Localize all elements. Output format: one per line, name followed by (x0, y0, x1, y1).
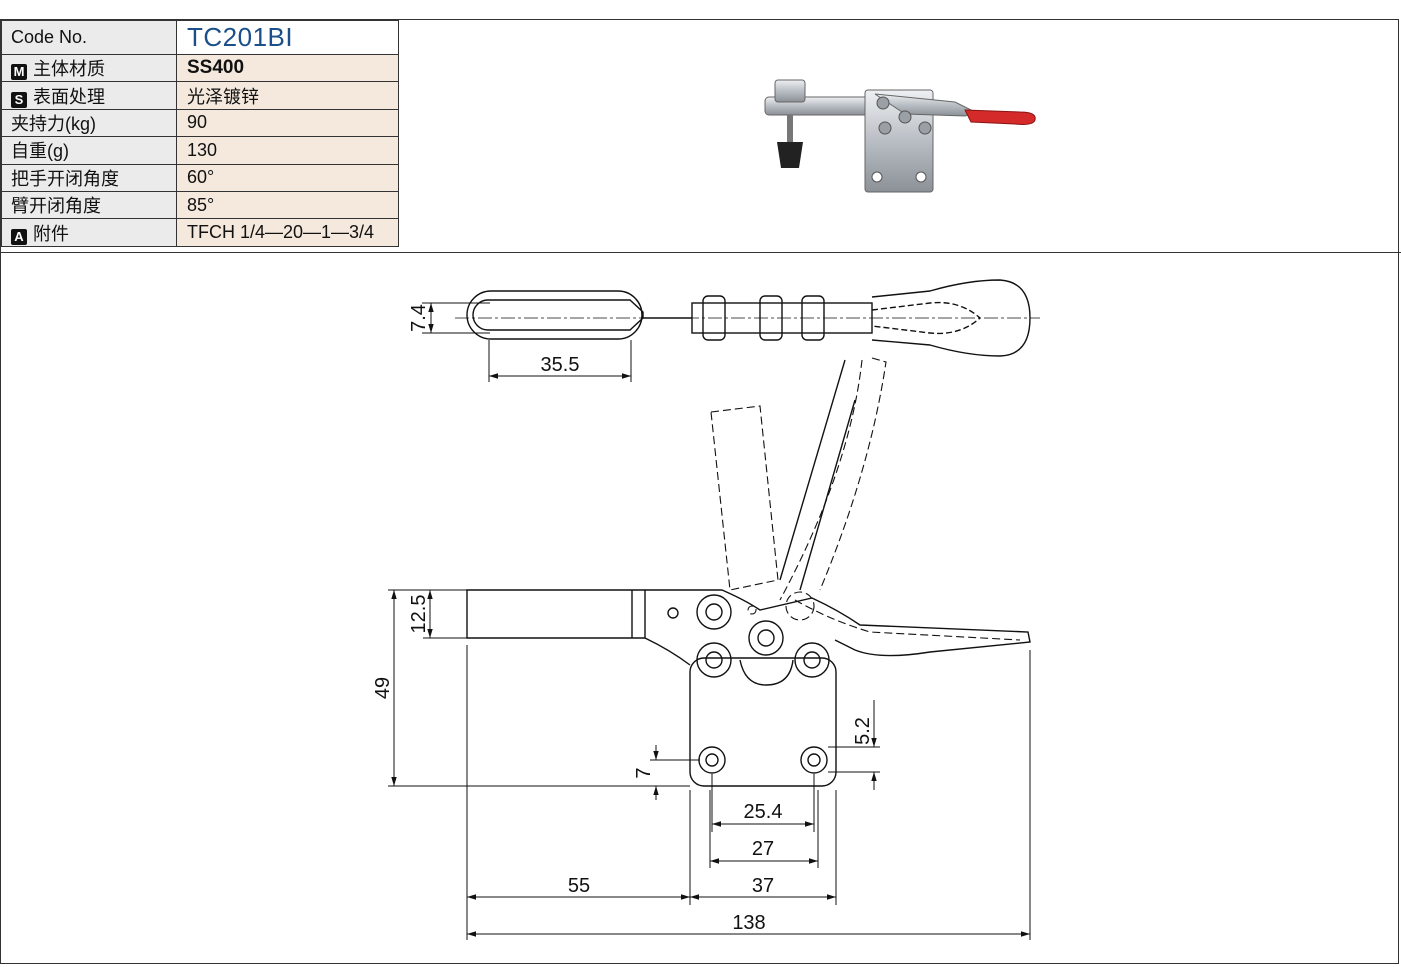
force-value: 90 (176, 108, 399, 138)
spec-row-arm-angle: 臂开闭角度 85° (1, 190, 399, 220)
dim-total-height: 49 (372, 677, 394, 699)
force-label: 夹持力(kg) (1, 108, 177, 138)
handle-angle-label: 把手开闭角度 (1, 163, 177, 192)
material-value: SS400 (187, 57, 245, 79)
dim-arm-length: 55 (568, 875, 590, 897)
section-divider (0, 252, 1401, 253)
dim-top-width: 7.4 (408, 304, 430, 332)
spec-row-handle-angle: 把手开闭角度 60° (1, 163, 399, 192)
material-label: 主体材质 (33, 59, 105, 80)
side-view (466, 357, 1031, 787)
code-value: TC201BI (176, 20, 399, 55)
dim-base-width: 37 (752, 875, 774, 897)
spec-row-surface: S 表面处理 光泽镀锌 (1, 81, 399, 110)
dim-hole-offset-b: 7 (633, 767, 655, 778)
top-view (455, 279, 1040, 357)
surface-label: 表面处理 (33, 86, 105, 107)
arm-angle-value: 85° (176, 190, 399, 220)
code-label: Code No. (1, 20, 177, 55)
spec-row-force: 夹持力(kg) 90 (1, 108, 399, 138)
accessory-badge: A (11, 228, 27, 245)
accessory-value: TFCH 1/4—20—1—3/4 (176, 218, 399, 247)
handle-angle-value: 60° (176, 163, 399, 192)
product-photo (764, 79, 1036, 193)
surface-value: 光泽镀锌 (176, 81, 399, 110)
weight-value: 130 (176, 136, 399, 165)
surface-badge: S (11, 91, 27, 108)
dimension-lines (388, 302, 1031, 940)
accessory-label: 附件 (33, 223, 69, 244)
outer-frame (0, 19, 1399, 964)
dim-hole-spacing: 25.4 (744, 801, 783, 823)
code-value-text: TC201BI (187, 22, 294, 52)
material-badge: M (11, 64, 27, 81)
dim-hole-offset-v: 5.2 (852, 717, 874, 745)
spec-row-code: Code No. TC201BI (1, 20, 399, 55)
dim-overall-length: 138 (732, 912, 765, 934)
spec-row-weight: 自重(g) 130 (1, 136, 399, 165)
dim-arm-height: 12.5 (408, 595, 430, 634)
arm-angle-label: 臂开闭角度 (1, 190, 177, 220)
spec-row-material: M 主体材质 SS400 (1, 53, 399, 83)
dimension-labels: 7.4 35.5 12.5 49 5.2 7 25.4 27 55 37 138 (372, 304, 874, 934)
weight-label: 自重(g) (1, 136, 177, 165)
spec-row-accessory: A 附件 TFCH 1/4—20—1—3/4 (1, 218, 399, 247)
dim-base-inner: 27 (752, 838, 774, 860)
dim-top-slot: 35.5 (541, 354, 580, 376)
technical-drawing: 7.4 35.5 12.5 49 5.2 7 25.4 27 55 37 138 (372, 279, 1040, 940)
